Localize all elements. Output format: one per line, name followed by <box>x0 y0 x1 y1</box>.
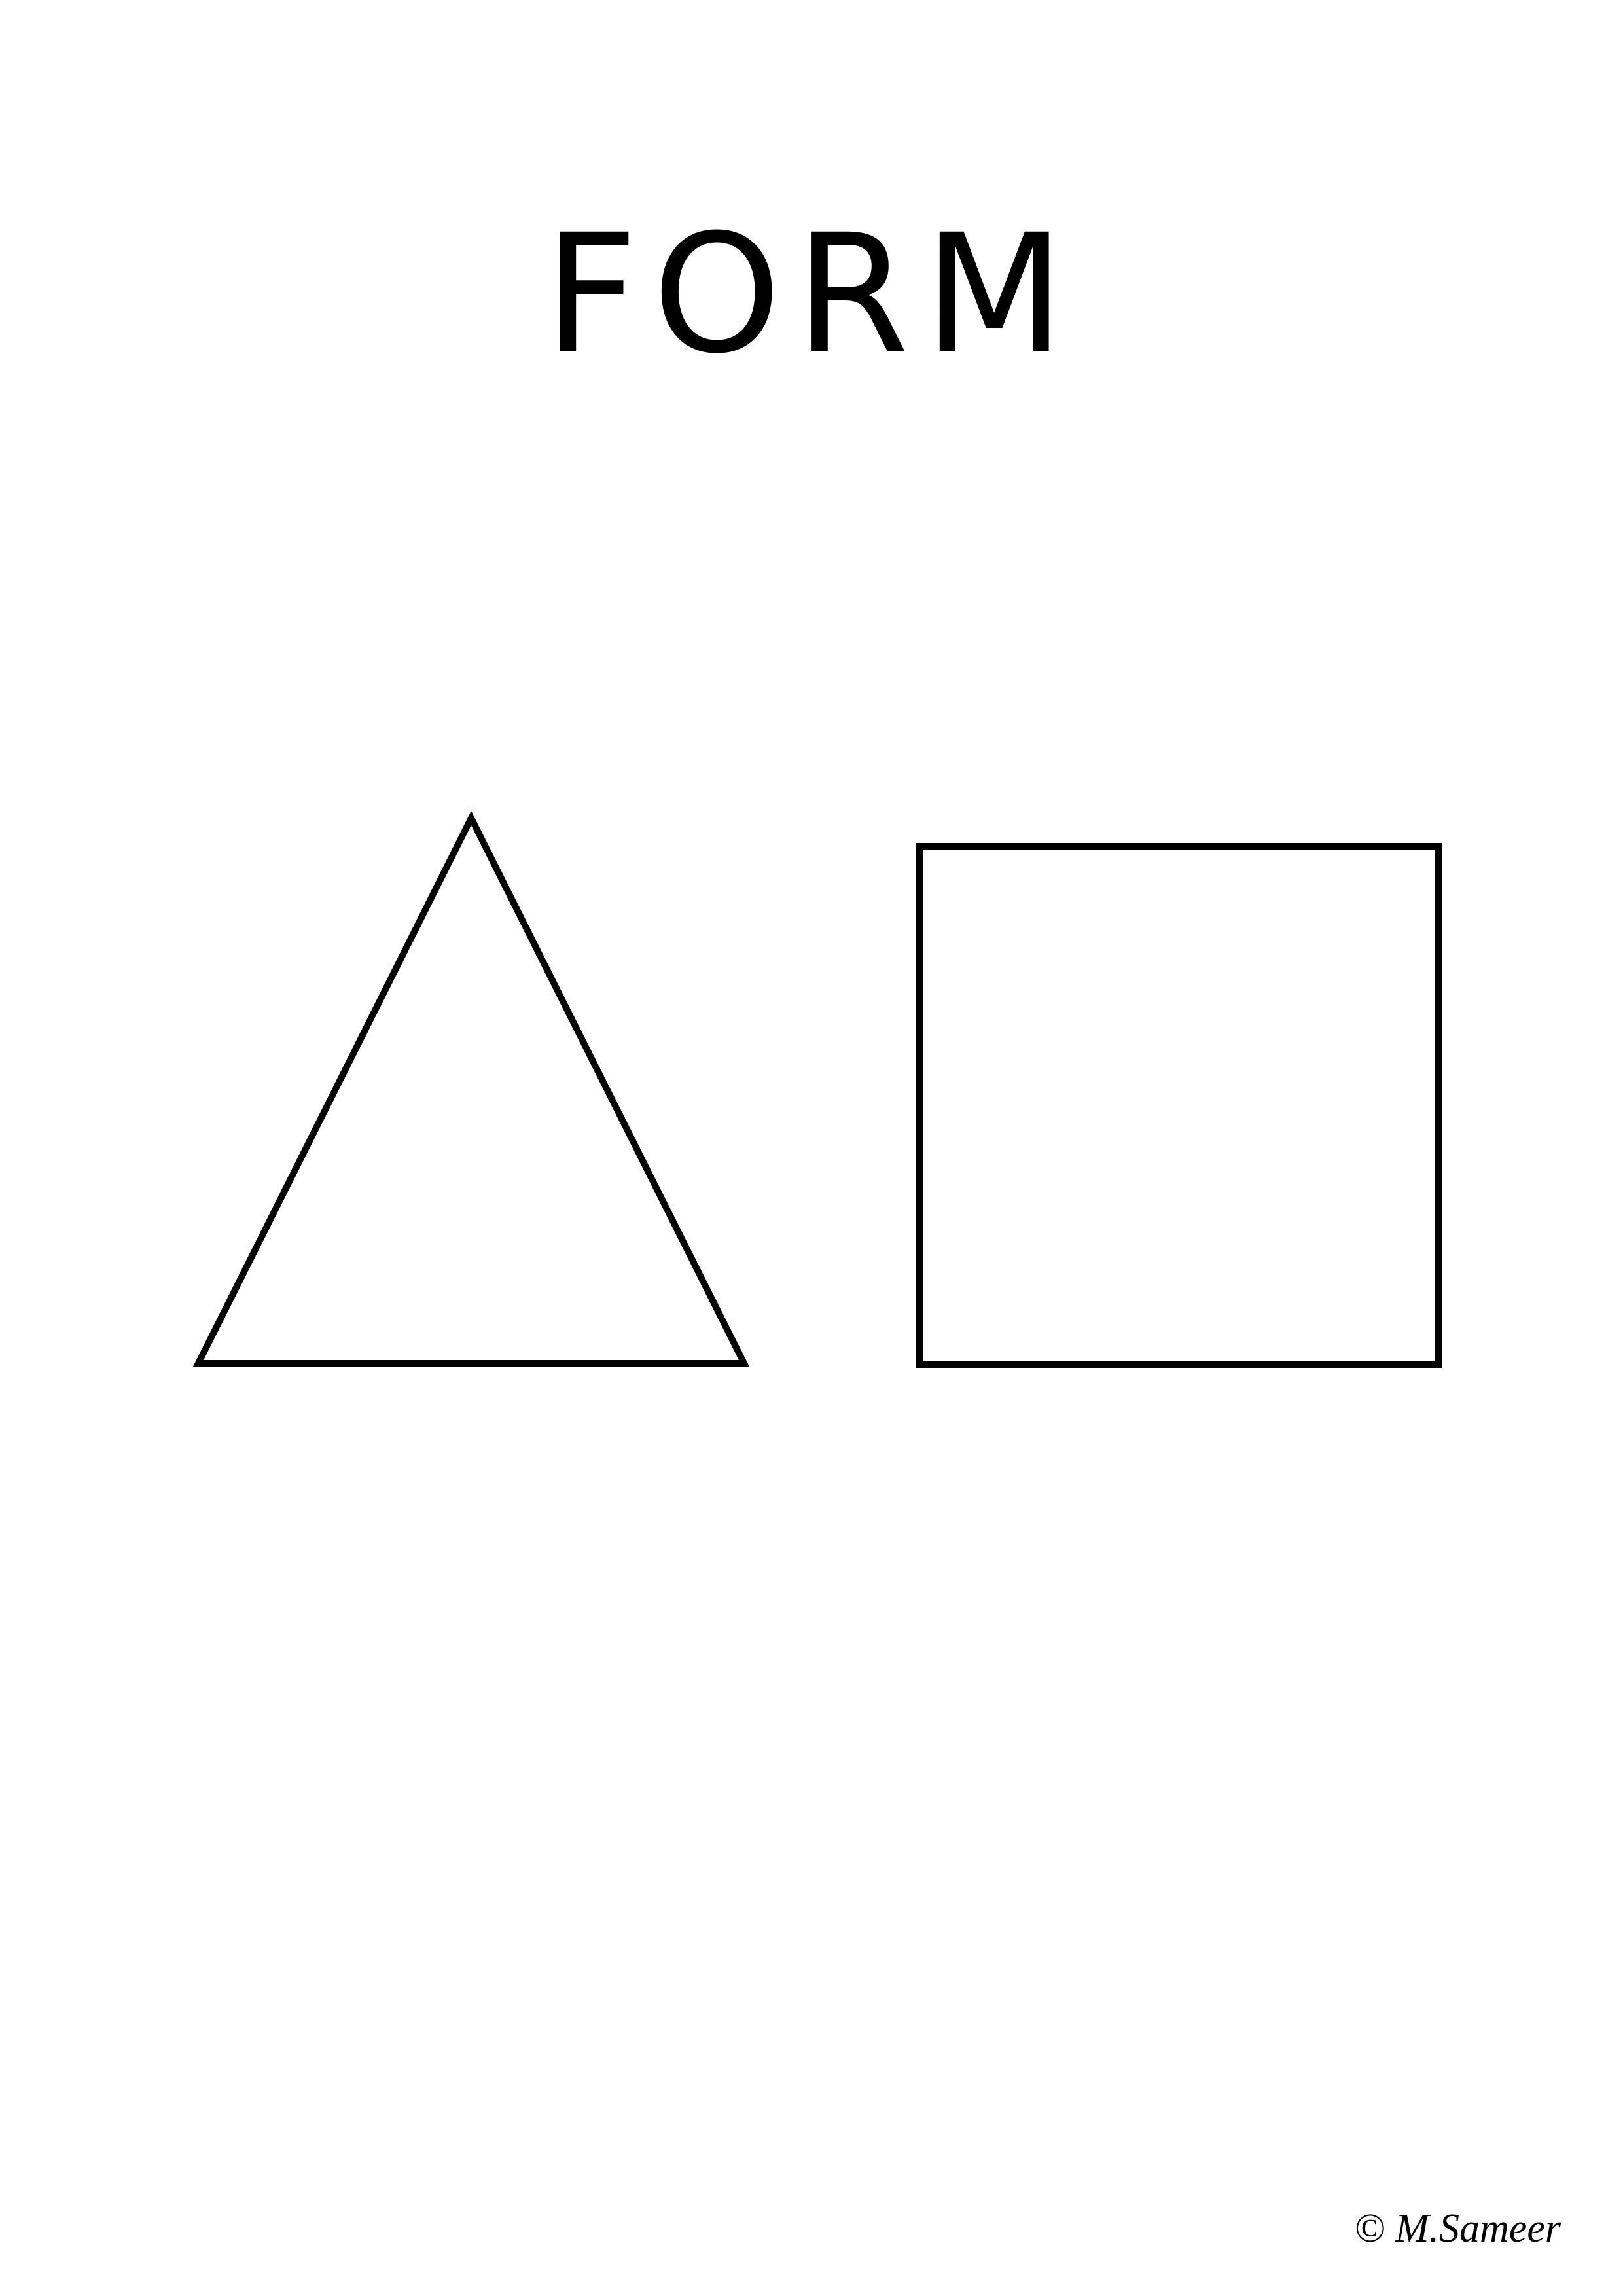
triangle-shape <box>192 810 750 1367</box>
copyright-credit: © M.Sameer <box>1354 2206 1561 2251</box>
page-title: FORM <box>544 199 1079 389</box>
square-shape <box>916 843 1442 1368</box>
